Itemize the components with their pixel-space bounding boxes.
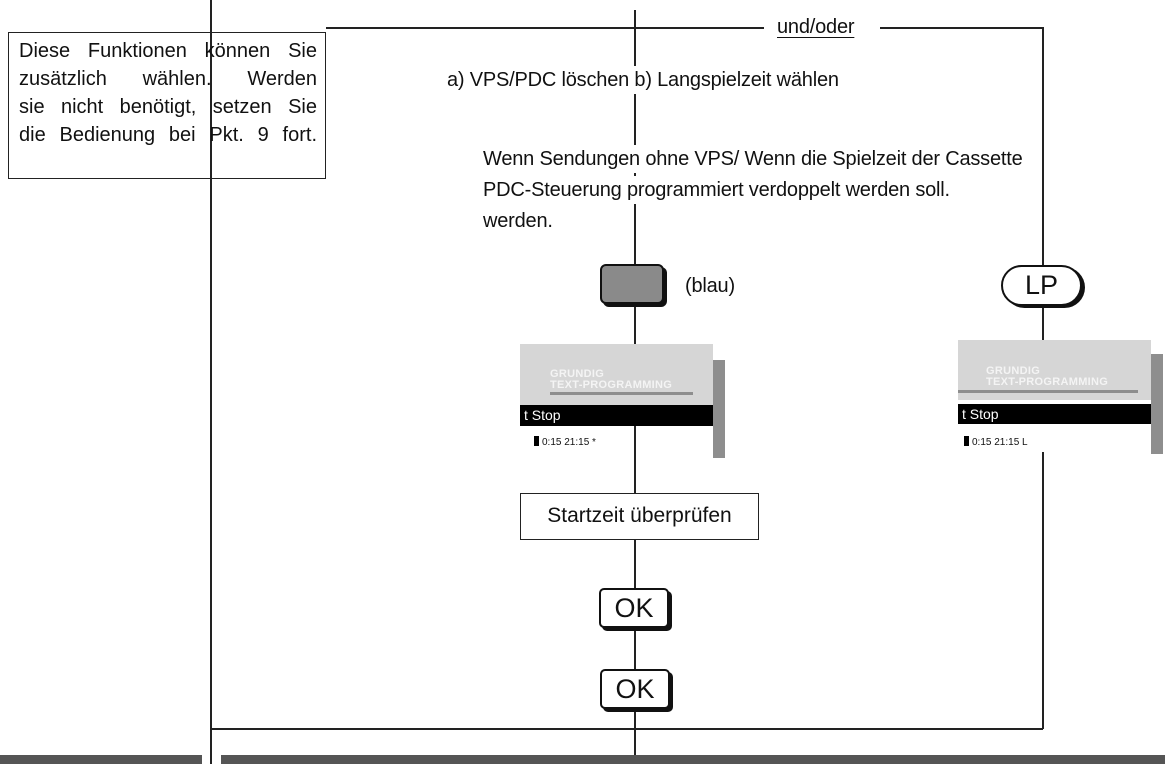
lp-remote-button[interactable]: LP <box>1001 265 1082 306</box>
tv-screen-left: GRUNDIG TEXT-PROGRAMMING t Stop 0:15 21:… <box>520 344 725 458</box>
right-branch-line-bottom <box>1042 452 1044 729</box>
screen-bar: t Stop <box>520 405 713 426</box>
screen-data-text: 0:15 21:15 * <box>542 437 596 448</box>
screen-banner <box>520 344 713 405</box>
word: benötigt, <box>119 96 197 118</box>
info-line-4: die Bedienung bei Pkt. 9 fort. <box>19 121 317 149</box>
screen-rule <box>958 390 1138 393</box>
footer-bar-left <box>0 755 202 764</box>
info-line-3: sie nicht benötigt, setzen Sie <box>19 93 317 121</box>
word: setzen <box>212 96 272 118</box>
word: können <box>204 40 271 62</box>
left-margin-line <box>210 0 212 764</box>
brand-line-1: GRUNDIG <box>986 365 1041 377</box>
tv-screen-right: GRUNDIG TEXT-PROGRAMMING t Stop 0:15 21:… <box>958 340 1165 454</box>
ok-button-1[interactable]: OK <box>599 588 669 628</box>
word: sie <box>19 96 45 118</box>
blue-remote-button[interactable] <box>600 264 664 304</box>
brand-line-1: GRUNDIG <box>550 368 605 380</box>
screen-shade <box>1151 354 1163 454</box>
brand-line-2: TEXT-PROGRAMMING <box>550 379 673 391</box>
info-line-2: zusätzlich wählen. Werden <box>19 65 317 93</box>
footer-bar-right <box>221 755 1165 764</box>
cursor-block <box>534 436 539 446</box>
word: die <box>19 124 46 146</box>
word: Funktionen <box>87 40 187 62</box>
bottom-merge-line <box>210 728 1043 730</box>
screen-shade <box>713 360 725 458</box>
word: Werden <box>247 68 317 90</box>
check-start-time-box: Startzeit überprüfen <box>520 493 759 540</box>
blue-button-caption: (blau) <box>683 272 737 300</box>
word: 9 <box>257 124 269 146</box>
branch-label: und/oder <box>775 13 857 41</box>
info-box: Diese Funktionen können Sie zusätzlich w… <box>8 32 326 179</box>
options-heading: a) VPS/PDC löschen b) Langspielzeit wähl… <box>445 66 841 94</box>
description-line-3: werden. <box>481 207 555 235</box>
word: nicht <box>60 96 104 118</box>
screen-data-row: 0:15 21:15 L <box>964 436 1028 449</box>
screen-rule <box>550 392 693 395</box>
word: Sie <box>288 40 317 62</box>
description-line-2: PDC-Steuerung programmiert verdoppelt we… <box>481 176 952 204</box>
word: fort. <box>282 124 317 146</box>
screen-data-row: 0:15 21:15 * <box>534 436 596 449</box>
top-branch-line-right <box>880 27 1043 29</box>
screen-bar: t Stop <box>958 404 1151 424</box>
description-line-1: Wenn Sendungen ohne VPS/ Wenn die Spielz… <box>481 145 1025 173</box>
right-branch-line-mid <box>1042 306 1044 342</box>
right-branch-line-top <box>1042 27 1044 265</box>
info-line-1: Diese Funktionen können Sie <box>19 37 317 65</box>
word: bei <box>168 124 196 146</box>
word: Bedienung <box>59 124 156 146</box>
word: zusätzlich <box>19 68 107 90</box>
word: Pkt. <box>209 124 244 146</box>
brand-line-2: TEXT-PROGRAMMING <box>986 376 1109 388</box>
word: Diese <box>19 40 71 62</box>
word: wählen. <box>142 68 212 90</box>
cursor-block <box>964 436 969 446</box>
top-branch-line <box>326 27 764 29</box>
ok-button-2[interactable]: OK <box>600 669 670 709</box>
screen-data-text: 0:15 21:15 L <box>972 437 1028 448</box>
word: Sie <box>288 96 317 118</box>
